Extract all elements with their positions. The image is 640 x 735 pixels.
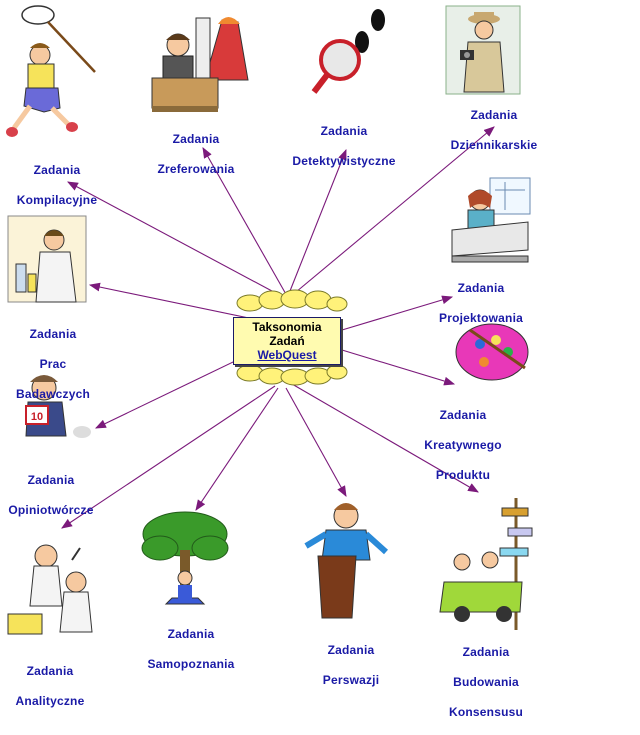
arrow-to-samopoznania [195, 387, 279, 511]
arrow-to-opiniotworcze [95, 349, 259, 429]
connector-arrows [61, 126, 495, 529]
arrow-to-analityczne [61, 385, 276, 529]
reporter-with-camera-icon [445, 5, 521, 95]
node-label-line: Zadania [33, 163, 81, 177]
node-label-line: Badawczych [15, 387, 91, 401]
arrow-to-konsensusu [291, 383, 479, 493]
node-kompilacyjne[interactable]: Zadania Kompilacyjne [17, 148, 97, 223]
node-label-line: Dziennikarskie [450, 138, 538, 152]
node-label-line: Zadania [172, 132, 220, 146]
arrow-to-projektowania [341, 295, 454, 331]
node-label-line: Zadania [327, 643, 375, 657]
node-projektowania[interactable]: Zadania Projektowania [439, 266, 523, 341]
illustrations: 10 [6, 5, 533, 635]
cloud-decoration [236, 289, 348, 386]
taxonomy-diagram: Taksonomia Zadań WebQuest [6, 5, 538, 719]
node-konsensusu[interactable]: Zadania Budowania Konsensusu [449, 630, 523, 735]
center-title-line2: Zadań [269, 334, 305, 348]
boy-with-butterfly-net-icon [6, 5, 96, 137]
arrow-to-zreferowania [202, 147, 288, 297]
node-label-line: Zadania [26, 664, 74, 678]
meditating-under-tree-icon [141, 511, 229, 605]
node-analityczne[interactable]: Zadania Analityczne [16, 649, 85, 724]
node-perswazji[interactable]: Zadania Perswazji [323, 628, 380, 703]
arrow-to-kompilacyjne [67, 181, 286, 299]
svg-text:10: 10 [31, 411, 43, 423]
center-title-line1: Taksonomia [252, 320, 322, 334]
presenter-with-volcano-icon [151, 17, 249, 112]
node-label-line: Zadania [457, 281, 505, 295]
node-label-line: Zadania [167, 627, 215, 641]
central-topic[interactable]: Taksonomia Zadań WebQuest [233, 317, 341, 365]
judge-with-score-card-icon: 10 [25, 375, 91, 438]
node-zreferowania[interactable]: Zadania Zreferowania [157, 117, 234, 192]
paint-palette-icon [455, 323, 529, 381]
node-label-line: Samopoznania [147, 657, 235, 671]
node-kreatywnego[interactable]: Zadania Kreatywnego Produktu [424, 393, 502, 498]
node-label-line: Kompilacyjne [16, 193, 98, 207]
node-label-line: Konsensusu [448, 705, 524, 719]
node-label-line: Opiniotwórcze [8, 503, 94, 517]
node-label-line: Analityczne [15, 694, 85, 708]
node-label-line: Projektowania [439, 311, 523, 325]
node-label-line: Prac [39, 357, 67, 371]
arrow-to-badawczych [88, 282, 269, 323]
arrow-to-kreatywnego [341, 349, 456, 386]
node-label-line: Zadania [27, 473, 75, 487]
node-label-line: Zadania [439, 408, 487, 422]
arrow-to-dziennikarskie [289, 126, 495, 298]
arrow-to-detektywistyczne [287, 148, 347, 297]
node-opiniotworcze[interactable]: Zadania Opiniotwórcze [8, 458, 93, 533]
node-label-line: Detektywistyczne [292, 154, 396, 168]
scientist-in-lab-icon [7, 215, 87, 303]
node-label-line: Produktu [435, 468, 491, 482]
two-scientists-icon [7, 544, 93, 635]
arrow-to-perswazji [285, 387, 347, 497]
node-dziennikarskie[interactable]: Zadania Dziennikarskie [451, 93, 538, 168]
node-label-line: Zreferowania [157, 162, 235, 176]
node-label-line: Kreatywnego [424, 438, 502, 452]
node-badawczych[interactable]: Zadania Prac Badawczych [16, 312, 90, 417]
node-detektywistyczne[interactable]: Zadania Detektywistyczne [292, 109, 395, 184]
node-label-line: Zadania [29, 327, 77, 341]
node-label-line: Perswazji [322, 673, 380, 687]
center-title-line3: WebQuest [257, 348, 317, 362]
magnifier-footprints-icon [311, 9, 385, 94]
designer-at-drafting-table-icon [451, 177, 531, 263]
node-samopoznania[interactable]: Zadania Samopoznania [147, 612, 234, 687]
node-label-line: Zadania [462, 645, 510, 659]
speaker-at-podium-icon [304, 503, 389, 619]
node-label-line: Zadania [320, 124, 368, 138]
node-label-line: Zadania [470, 108, 518, 122]
node-label-line: Budowania [453, 675, 519, 689]
car-at-signpost-icon [439, 498, 533, 630]
